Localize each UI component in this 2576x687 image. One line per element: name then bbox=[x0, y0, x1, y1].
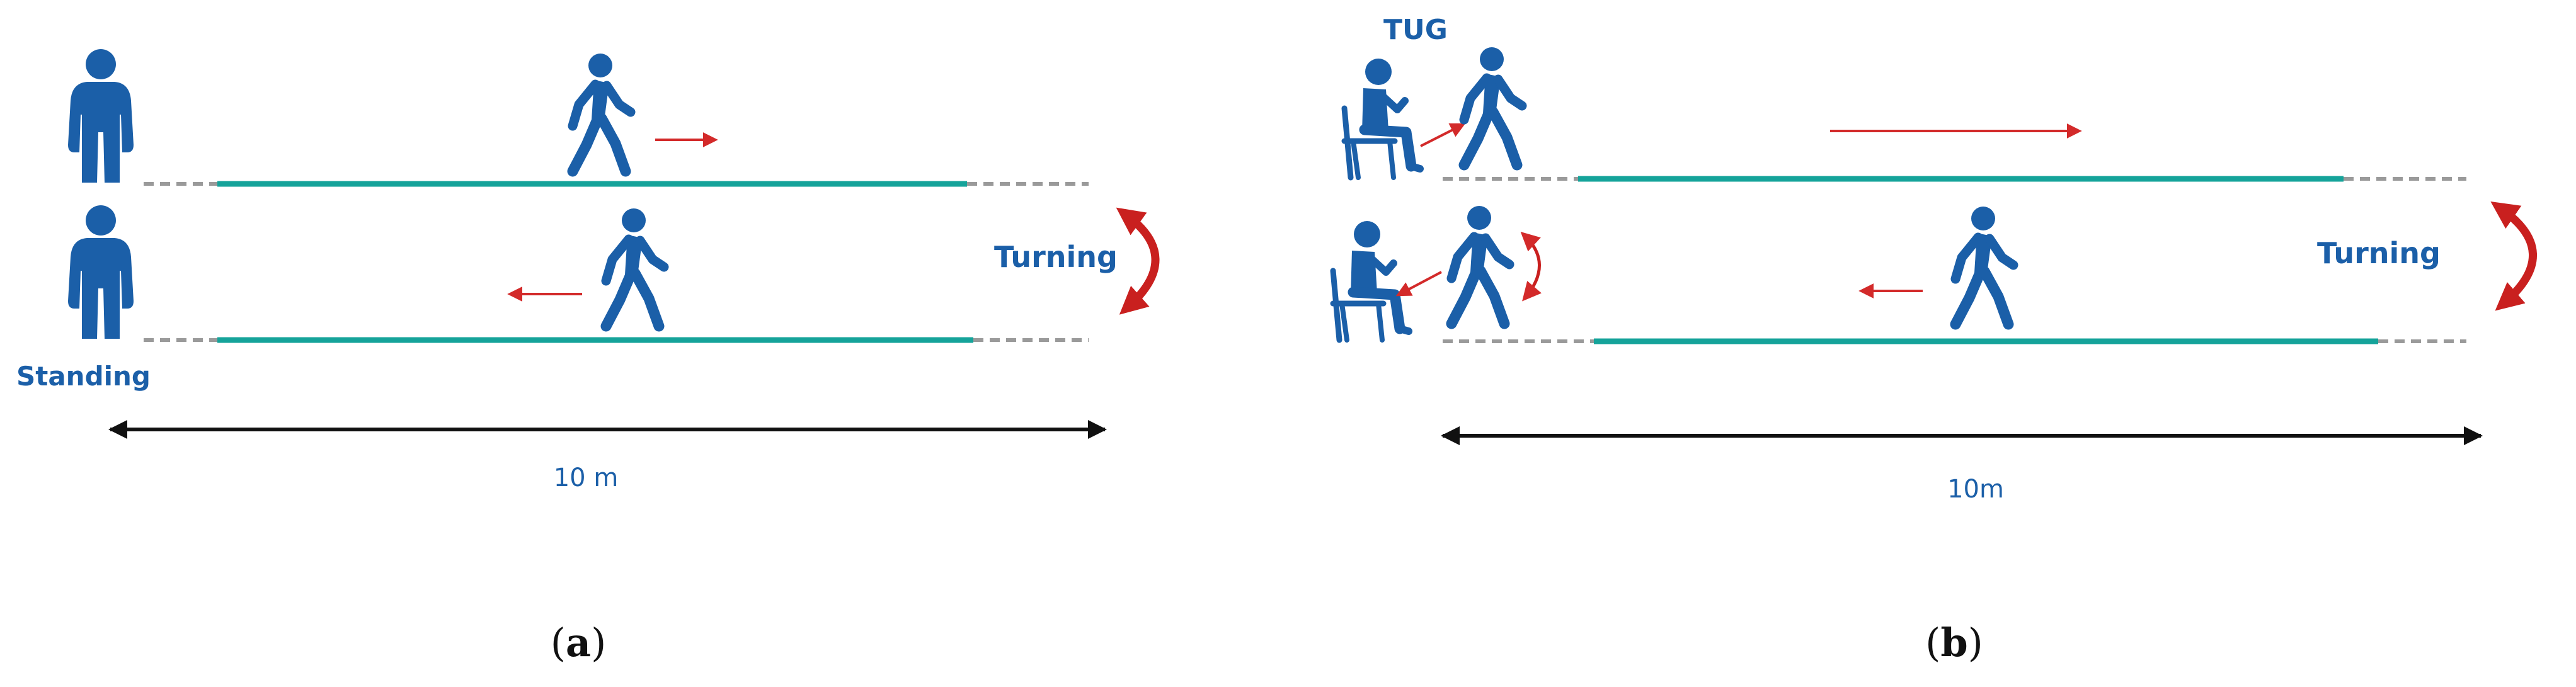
walking-person-icon bbox=[573, 54, 631, 171]
caption-paren-open: ( bbox=[1925, 620, 1940, 666]
seated-person-chair-icon bbox=[1344, 59, 1420, 178]
panel-caption: (a) bbox=[551, 620, 607, 666]
walking-person-icon bbox=[1955, 207, 2013, 324]
caption-paren-close: ) bbox=[591, 620, 606, 666]
distance-label: 10m bbox=[1947, 475, 2004, 504]
caption-paren-open: ( bbox=[551, 620, 566, 666]
walking-person-icon bbox=[1464, 47, 1522, 165]
caption-letter: b bbox=[1940, 620, 1967, 666]
direction-arrow-icon bbox=[1395, 271, 1442, 297]
standing-person-icon bbox=[68, 49, 134, 183]
panel-caption: (b) bbox=[1925, 620, 1983, 666]
turning-label: Turning bbox=[2317, 236, 2441, 270]
tug-label: TUG bbox=[1383, 14, 1448, 46]
panel-a: Turning Standing 10 m (a) bbox=[16, 49, 1160, 666]
standing-person-icon bbox=[68, 205, 134, 339]
turning-arrow-icon bbox=[2490, 201, 2537, 311]
walking-person-icon bbox=[1451, 206, 1509, 324]
seated-person-chair-icon bbox=[1333, 221, 1409, 340]
turning-label: Turning bbox=[994, 240, 1118, 274]
distance-label: 10 m bbox=[554, 463, 619, 492]
standing-label: Standing bbox=[16, 361, 151, 392]
caption-paren-close: ) bbox=[1968, 620, 1983, 666]
walking-person-icon bbox=[606, 208, 664, 326]
direction-arrow-icon bbox=[1420, 123, 1466, 147]
turning-arrow-icon bbox=[1116, 207, 1160, 315]
turning-arrow-icon bbox=[1520, 231, 1542, 302]
panel-b: TUG Turning 10m (b) bbox=[1333, 14, 2537, 666]
caption-letter: a bbox=[566, 620, 591, 666]
